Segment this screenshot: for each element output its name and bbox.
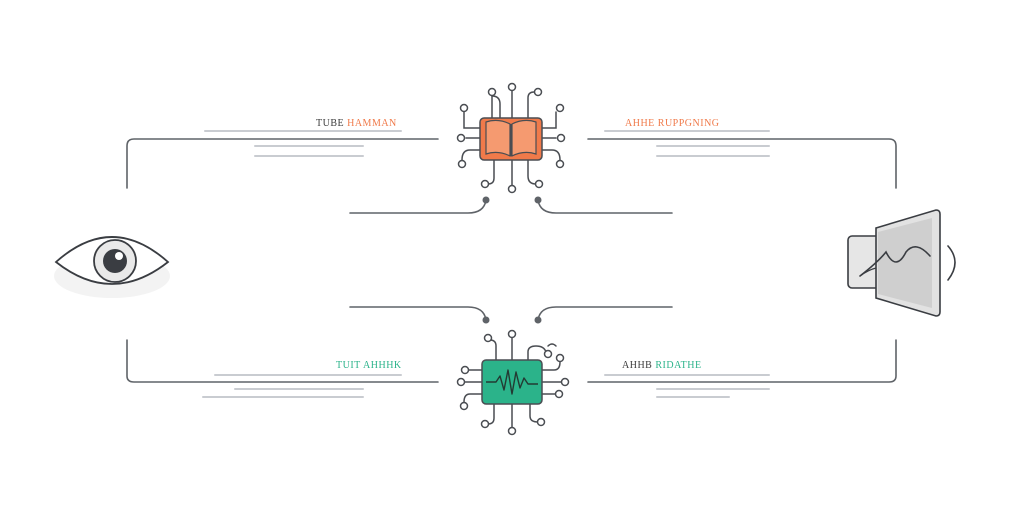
connector-top-right (587, 138, 897, 189)
label-bottom-right-part2: RIDATHE (655, 360, 702, 371)
label-top-left-part2: HAMMAN (347, 118, 397, 129)
label-top-right-part1: AHHE (625, 118, 655, 129)
placeholder-text-line (656, 388, 770, 390)
book-chip-body (479, 117, 543, 161)
joint-dot (534, 196, 542, 204)
placeholder-text-line (254, 145, 364, 147)
speaker-icon (847, 209, 956, 317)
waveform-chip-icon (456, 329, 570, 436)
placeholder-text-line (604, 374, 770, 376)
connector-inner-top-left (349, 199, 487, 214)
joint-dot (482, 316, 490, 324)
placeholder-text-line (214, 374, 402, 376)
placeholder-text-line (254, 155, 364, 157)
placeholder-text-line (656, 145, 770, 147)
connector-inner-top-right (537, 199, 673, 214)
connector-bottom-left (126, 339, 439, 383)
waveform-chip-body (481, 359, 543, 405)
placeholder-text-line (204, 130, 402, 132)
book-chip-icon (456, 82, 566, 194)
eye-icon (54, 236, 170, 298)
label-bottom-right-part1: AHHB (622, 360, 653, 371)
label-bottom-right: AHHB RIDATHE (622, 360, 702, 371)
joint-dot (482, 196, 490, 204)
connector-lines (126, 138, 897, 383)
connector-bottom-right (587, 339, 897, 383)
joint-dot (534, 316, 542, 324)
label-top-left: TUBE HAMMAN (316, 118, 397, 129)
placeholder-text-line (604, 130, 770, 132)
placeholder-text-line (656, 155, 770, 157)
placeholder-text-line (656, 396, 730, 398)
connector-inner-bottom-left (349, 306, 487, 321)
placeholder-text-line (234, 388, 364, 390)
label-top-right: AHHE RUPPGNING (625, 118, 720, 129)
connector-inner-bottom-right (537, 306, 673, 321)
label-bottom-left-part1: TUIT (336, 360, 361, 371)
label-bottom-left: TUIT AHHHK (336, 360, 402, 371)
label-top-right-part2: RUPPGNING (657, 118, 720, 129)
label-bottom-left-part2: AHHHK (363, 360, 402, 371)
placeholder-text-line (202, 396, 364, 398)
connector-top-left (126, 138, 439, 189)
label-top-left-part1: TUBE (316, 118, 345, 129)
